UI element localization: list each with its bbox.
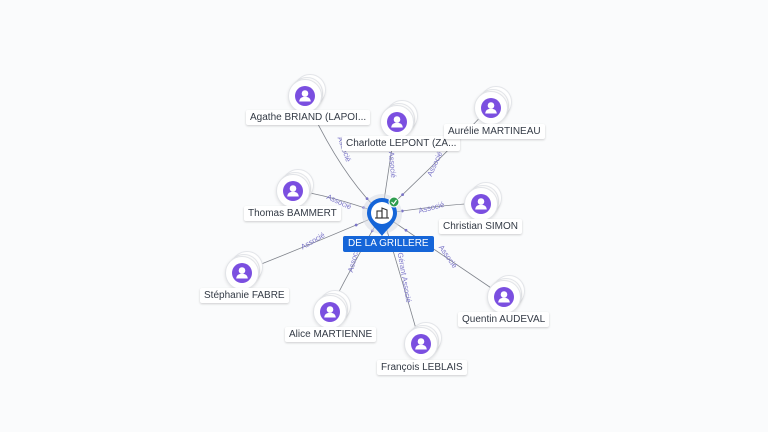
avatar[interactable] — [487, 280, 521, 314]
edge-arrow-aurelie — [401, 193, 405, 196]
person-icon — [387, 112, 407, 132]
avatar[interactable] — [474, 91, 508, 125]
person-name-thomas[interactable]: Thomas BAMMERT — [244, 206, 341, 221]
avatar[interactable] — [380, 105, 414, 139]
avatar[interactable] — [225, 256, 259, 290]
check-icon — [388, 196, 400, 208]
avatar[interactable] — [404, 327, 438, 361]
person-icon — [481, 98, 501, 118]
building-icon — [375, 207, 389, 219]
person-name-quentin[interactable]: Quentin AUDEVAL — [458, 312, 550, 327]
avatar[interactable] — [276, 174, 310, 208]
edge-label-stephanie: Associé — [299, 230, 326, 251]
person-icon — [232, 263, 252, 283]
person-icon — [320, 302, 340, 322]
person-icon — [411, 334, 431, 354]
edge-label-aurelie: Associé — [425, 150, 444, 178]
person-name-aurelie[interactable]: Aurélie MARTINEAU — [444, 124, 545, 139]
person-icon — [471, 194, 491, 214]
edge-label-christian: Associé — [418, 200, 446, 215]
edge-label-francois: Gérant Associé — [396, 252, 414, 304]
edge-label-quentin: Associé — [437, 243, 459, 270]
avatar[interactable] — [288, 79, 322, 113]
person-name-agathe[interactable]: Agathe BRIAND (LAPOI... — [246, 110, 371, 125]
person-icon — [283, 181, 303, 201]
edge-label-charlotte: Associé — [387, 151, 398, 178]
person-icon — [295, 86, 315, 106]
avatar[interactable] — [313, 295, 347, 329]
person-name-christian[interactable]: Christian SIMON — [439, 219, 523, 234]
edge-arrow-quentin — [404, 228, 408, 232]
person-icon — [494, 287, 514, 307]
person-name-alice[interactable]: Alice MARTIENNE — [285, 327, 377, 342]
avatar[interactable] — [464, 187, 498, 221]
edge-arrow-stephanie — [354, 223, 358, 227]
edge-arrow-agathe — [365, 197, 369, 201]
person-name-stephanie[interactable]: Stéphanie FABRE — [200, 288, 289, 303]
person-name-francois[interactable]: François LEBLAIS — [377, 360, 467, 375]
center-company-label[interactable]: DE LA GRILLERE — [343, 236, 434, 252]
person-name-charlotte[interactable]: Charlotte LEPONT (ZA... — [342, 136, 461, 151]
check-mark — [391, 199, 397, 205]
